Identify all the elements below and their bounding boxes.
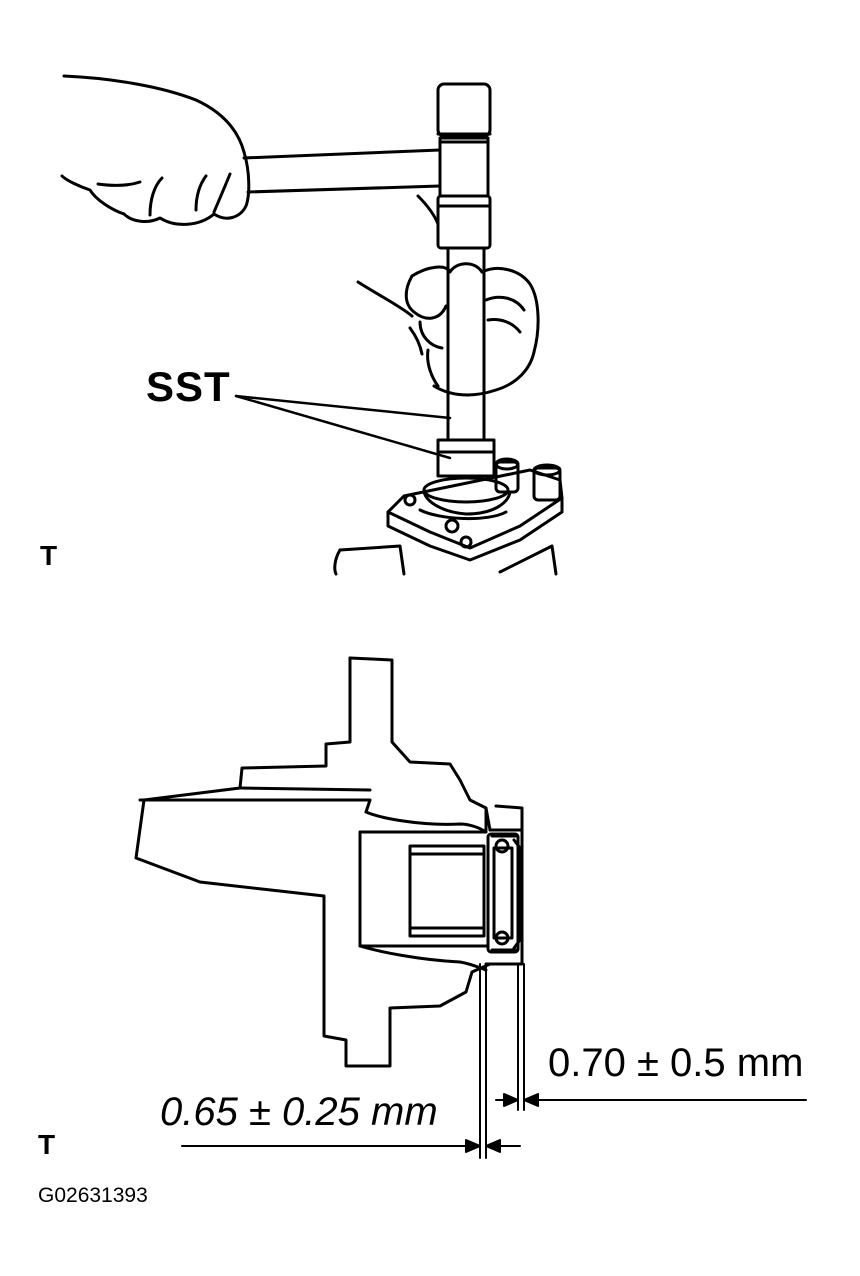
step-marker-bottom: T: [38, 1129, 56, 1160]
housing-base: [335, 459, 562, 574]
hammer-handle: [244, 150, 440, 192]
housing-profile: [136, 658, 522, 1066]
dimension-inner-label: 0.65 ± 0.25 mm: [160, 1090, 438, 1134]
dimension-outer-label: 0.70 ± 0.5 mm: [548, 1041, 804, 1085]
dim-outer-line: [496, 1094, 806, 1106]
sst-leader-lines: [236, 396, 450, 458]
upper-hand: [62, 76, 249, 224]
bore: [360, 812, 486, 970]
extension-lines: [480, 964, 524, 1158]
dim-inner-line: [182, 1140, 520, 1152]
hammer-head: [418, 84, 490, 248]
hammer-sst-illustration: [0, 0, 860, 600]
figure-code: G02631393: [38, 1184, 148, 1207]
sst-label: SST: [146, 363, 231, 410]
step-marker-top: T: [40, 540, 58, 571]
oil-seal: [488, 834, 520, 952]
lower-hand: [358, 264, 538, 395]
